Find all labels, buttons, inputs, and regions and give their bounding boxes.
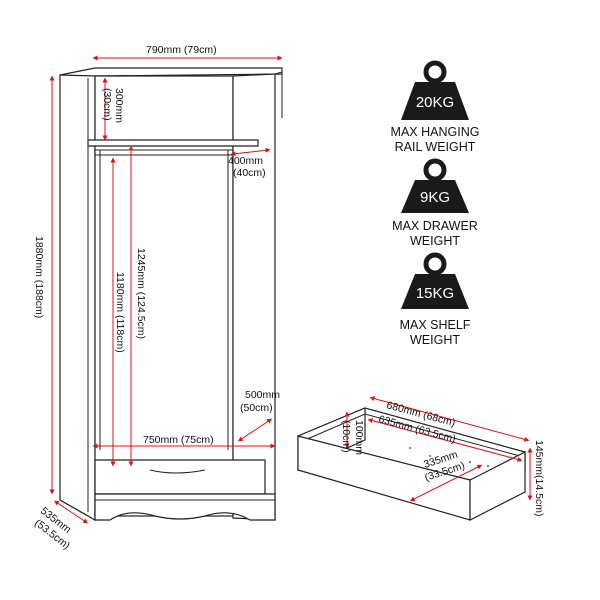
weight-icon — [401, 158, 469, 213]
inner-depth-mm-label: 500mm — [245, 389, 280, 401]
weight-caption-line2: RAIL WEIGHT — [395, 140, 476, 154]
weight-caption-line1: MAX DRAWER — [392, 219, 478, 233]
weight-icon — [401, 60, 469, 120]
rail-depth-cm-label: (40cm) — [233, 167, 266, 179]
weight-badge-shelf: 15KG MAX SHELF WEIGHT — [400, 252, 471, 347]
hanging-height-1-label: 1245mm (124.5cm) — [135, 248, 147, 339]
weight-value: 20KG — [416, 94, 454, 111]
weight-value: 9KG — [420, 189, 450, 206]
wardrobe-shelf — [87, 139, 259, 147]
wardrobe-illustration — [59, 67, 283, 522]
weight-icon — [401, 252, 469, 309]
weight-badge-drawer: 9KG MAX DRAWER WEIGHT — [392, 158, 478, 248]
inner-width-label: 750mm (75cm) — [143, 434, 214, 446]
drawer-dimension-lines — [344, 396, 533, 502]
hanging-height-2-label: 1180mm (118cm) — [114, 272, 126, 353]
wardrobe-side-panel — [59, 69, 96, 522]
wardrobe-drawer-front — [94, 459, 266, 495]
rail-depth-mm-label: 400mm — [228, 155, 263, 167]
overall-height-label: 1880mm (188cm) — [33, 236, 45, 318]
inner-depth-cm-label: (50cm) — [240, 402, 273, 414]
weight-caption-line1: MAX HANGING — [391, 125, 480, 139]
weight-caption-line2: WEIGHT — [410, 234, 460, 248]
top-gap-cm-label: (30cm) — [101, 88, 113, 121]
wardrobe-dimension-lines — [49, 55, 283, 524]
drawer-height-label: 145mm(14.5cm) — [533, 440, 545, 516]
weight-caption-line2: WEIGHT — [410, 333, 460, 347]
weight-caption-line1: MAX SHELF — [400, 318, 471, 332]
top-gap-mm-label: 300mm — [113, 88, 125, 123]
weight-value: 15KG — [416, 285, 454, 302]
drawer-side-mm-label: 100mm — [353, 420, 365, 455]
weight-badge-hanging-rail: 20KG MAX HANGING RAIL WEIGHT — [391, 60, 480, 154]
overall-width-label: 790mm (79cm) — [146, 44, 217, 56]
wardrobe-back-panel — [94, 75, 234, 517]
drawer-side-cm-label: (10cm) — [340, 420, 352, 453]
wardrobe-top-panel — [59, 67, 283, 77]
